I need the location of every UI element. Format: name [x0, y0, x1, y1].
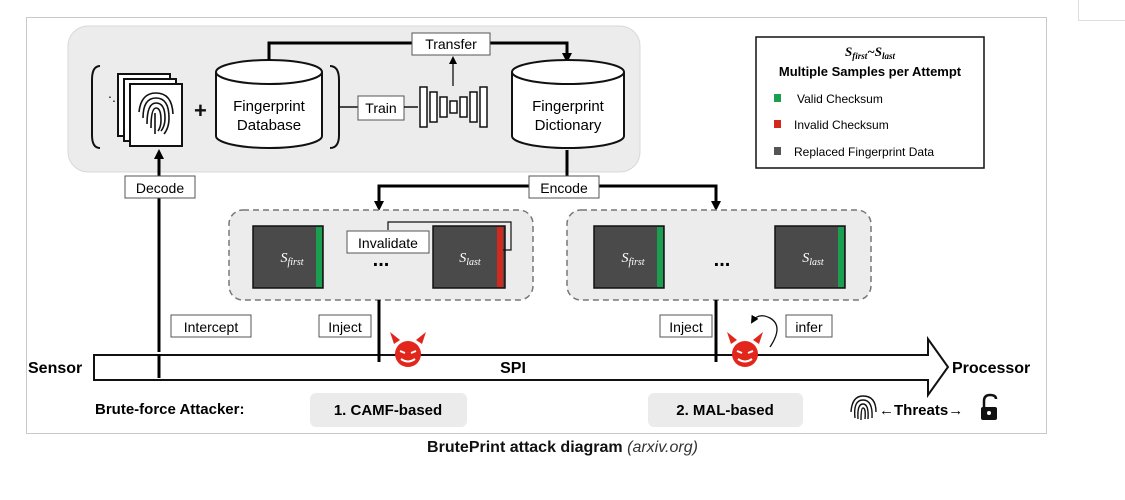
database-label-line2: Database [237, 117, 301, 134]
corner-box [1078, 0, 1125, 21]
devil-icon [390, 332, 426, 367]
train-label: Train [365, 100, 396, 116]
fingerprint-database: Fingerprint Database [215, 59, 323, 149]
sample-last-camf: Slast [432, 225, 506, 289]
spi-bus [93, 335, 950, 399]
legend-title: Multiple Samples per Attempt [779, 64, 962, 79]
camf-attack-badge [310, 393, 467, 427]
camf-attack-label: 1. CAMF-based [334, 402, 442, 419]
svg-text:.: . [108, 85, 112, 101]
caption-source[interactable]: (arxiv.org) [627, 439, 698, 456]
legend-item-valid: Valid Checksum [797, 92, 883, 106]
transfer-label-box [411, 32, 491, 56]
decode-label-box [124, 175, 196, 199]
neural-network-icon [419, 86, 488, 128]
svg-text:.: . [112, 89, 116, 105]
ellipsis-camf: ... [373, 249, 390, 271]
invalidate-label: Invalidate [358, 235, 418, 251]
spi-label: SPI [500, 360, 526, 377]
intercept-label-box [170, 314, 252, 338]
valid-checksum-swatch [774, 94, 781, 102]
dictionary-label-line1: Fingerprint [532, 98, 605, 115]
caption-title: BrutePrint attack diagram [427, 439, 623, 456]
train-label-box [357, 95, 405, 121]
invalid-checksum-swatch [774, 120, 781, 128]
inject-label-box-2 [659, 314, 713, 338]
fingerprint-samples-icon: . . + [91, 65, 207, 149]
encode-label-box [528, 175, 600, 199]
attacker-label: Brute-force Attacker: [95, 401, 244, 418]
dictionary-label-line2: Dictionary [535, 117, 602, 134]
sample-last-mal: Slast [774, 225, 846, 289]
processor-label: Processor [952, 360, 1030, 377]
infer-label: infer [795, 319, 823, 335]
inject-label-box-1 [318, 314, 372, 338]
replaced-data-swatch [774, 147, 781, 155]
sample-first-camf: Sfirst [252, 225, 324, 289]
mal-attack-label: 2. MAL-based [676, 402, 774, 419]
invalidate-label-box [346, 230, 430, 254]
plus-sign: + [194, 98, 207, 123]
threats-label: ←Threats→ [879, 402, 963, 419]
inject-label-1: Inject [328, 319, 362, 335]
sensor-label: Sensor [28, 360, 82, 377]
mal-attack-badge [648, 393, 803, 427]
unlocked-padlock-icon [981, 393, 998, 420]
fingerprint-icon [850, 395, 877, 421]
decode-label: Decode [136, 180, 184, 196]
sample-first-mal: Sfirst [593, 225, 665, 289]
ellipsis-mal: ... [714, 249, 731, 271]
legend-item-invalid: Invalid Checksum [794, 118, 889, 132]
infer-label-box [785, 314, 833, 338]
caption: BrutePrint attack diagram (arxiv.org) [0, 439, 1125, 457]
transfer-label: Transfer [425, 36, 477, 52]
inject-label-2: Inject [669, 319, 703, 335]
database-label-line1: Fingerprint [233, 98, 306, 115]
encode-label: Encode [540, 180, 588, 196]
intercept-label: Intercept [184, 319, 239, 335]
legend: Sfirst~Slast Multiple Samples per Attemp… [755, 36, 985, 169]
fingerprint-dictionary: Fingerprint Dictionary [511, 59, 625, 149]
legend-item-replaced: Replaced Fingerprint Data [794, 145, 934, 159]
devil-icon [727, 332, 763, 367]
training-panel [67, 25, 641, 173]
